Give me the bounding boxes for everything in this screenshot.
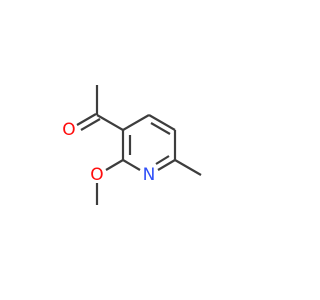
ring-bond-c4-c5 [148,114,176,131]
background [0,0,300,300]
methoxy-oxygen-label: O [90,165,103,185]
pyridine-nitrogen-label: N [143,165,156,185]
carbonyl-oxygen-label: O [62,120,75,140]
acetyl-carbonyl-bond-a [76,113,97,126]
ring-bond-c6-n-inner [155,155,170,165]
ring-bond-n-c2 [122,159,141,171]
acetyl-carbonyl-bond-b [80,118,101,131]
ring-methyl-bond [174,159,202,176]
ring-bond-c6-n [157,159,176,171]
methoxy-ring-bond [105,159,124,171]
ring-bond-c4-c5-inner [150,122,171,135]
acetyl-ring-bond [96,114,124,131]
ring-bond-c3-c4 [122,114,150,131]
molecule-structure: O O N [0,0,300,300]
